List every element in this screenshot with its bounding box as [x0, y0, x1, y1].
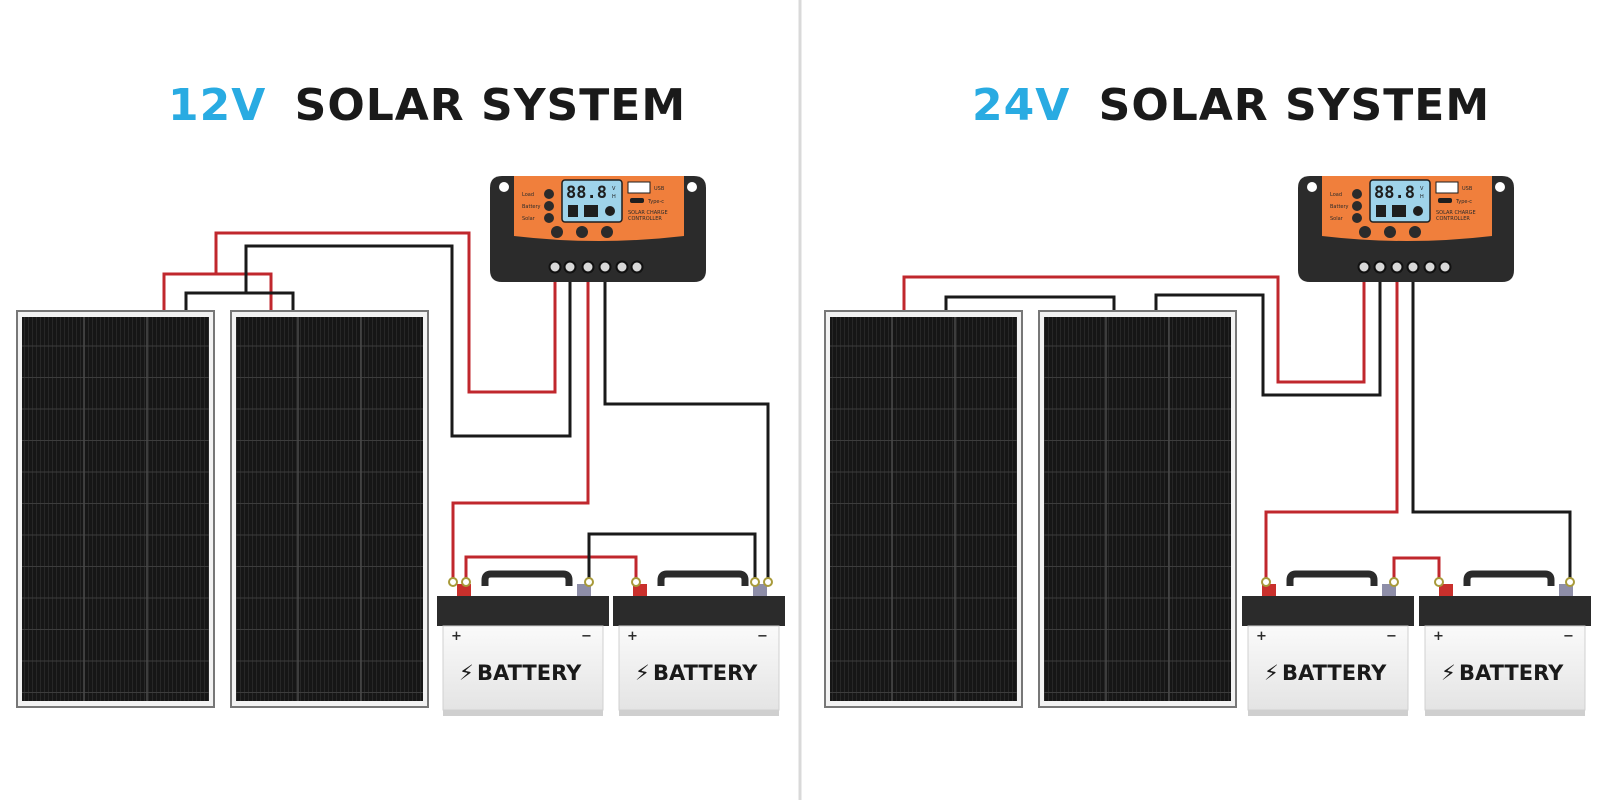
right-controller-name-1: SOLAR CHARGE [1436, 210, 1476, 216]
left-battery-2-label: BATTERY [653, 661, 758, 685]
left-title-text: SOLAR SYSTEM [295, 80, 686, 131]
left-battery-2-minus: − [757, 629, 768, 644]
left-indicator-3-label: Solar [522, 216, 536, 222]
left-battery-1-plus: + [451, 629, 462, 644]
left-indicator-1-label: Load [522, 192, 534, 198]
right-usb-port [1435, 181, 1459, 194]
right-battery-1-plus: + [1256, 629, 1267, 644]
left-battery-2-plus: + [627, 629, 638, 644]
left-battery-1-minus: − [581, 629, 592, 644]
right-solar-panel-2 [1038, 310, 1237, 708]
right-battery-2-minus: − [1563, 629, 1574, 644]
left-charge-controller: Load Battery Solar 88.8 V H USB Type-c S… [490, 176, 706, 282]
right-controller-terminals [1357, 260, 1452, 274]
left-battery-1-label: BATTERY [477, 661, 582, 685]
right-lcd-value: 88.8 [1374, 183, 1415, 203]
left-usb-label: USB [654, 186, 665, 192]
right-battery-positive-wire [1264, 282, 1399, 580]
left-battery-1-bolt-icon: ⚡ [459, 661, 474, 685]
right-lcd-unit-top: V [1420, 186, 1424, 192]
left-lcd-unit-bottom: H [612, 194, 616, 200]
left-panel-parallel-negative-wire [184, 291, 295, 310]
left-wiring [162, 231, 770, 580]
left-usb-port [627, 181, 651, 194]
left-controller-button-1[interactable] [551, 226, 563, 238]
right-battery-1-minus: − [1386, 629, 1397, 644]
right-panel-series-link-wire [944, 295, 1116, 310]
right-battery-series-link-wire [1392, 556, 1441, 580]
right-solar-positive-wire [902, 275, 1366, 384]
left-lcd-value: 88.8 [566, 183, 607, 203]
left-battery-parallel-negative-wire [587, 532, 757, 580]
right-battery-1-label: BATTERY [1282, 661, 1387, 685]
right-title-voltage: 24V [972, 80, 1070, 131]
right-controller-name-2: CONTROLLER [1436, 216, 1470, 222]
left-title-voltage: 12V [168, 80, 266, 131]
left-controller-button-3[interactable] [601, 226, 613, 238]
right-indicator-1-label: Load [1330, 192, 1342, 198]
right-wiring [902, 275, 1572, 580]
left-title: 12V SOLAR SYSTEM [168, 80, 686, 131]
left-typec-port [630, 198, 644, 203]
left-indicator-2-label: Battery [522, 204, 541, 210]
right-indicator-2-label: Battery [1330, 204, 1349, 210]
right-battery-2-plus: + [1433, 629, 1444, 644]
left-controller-name-1: SOLAR CHARGE [628, 210, 668, 216]
left-solar-positive-wire [214, 231, 557, 394]
left-typec-label: Type-c [647, 199, 664, 205]
left-solar-panel-2 [230, 310, 429, 708]
right-battery-1: + − ⚡ BATTERY [1242, 570, 1414, 716]
left-battery-1: + − ⚡ BATTERY [437, 570, 609, 716]
right-typec-port [1438, 198, 1452, 203]
right-title-text: SOLAR SYSTEM [1099, 80, 1490, 131]
left-battery-negative-wire [603, 282, 770, 580]
right-battery-2-label: BATTERY [1459, 661, 1564, 685]
left-battery-2: + − ⚡ BATTERY [613, 570, 785, 716]
left-controller-terminals [548, 260, 644, 274]
right-controller-button-2[interactable] [1384, 226, 1396, 238]
right-lcd-unit-bottom: H [1420, 194, 1424, 200]
left-battery-2-bolt-icon: ⚡ [635, 661, 650, 685]
ring-terminals [448, 577, 1575, 587]
right-usb-label: USB [1462, 186, 1473, 192]
right-controller-button-1[interactable] [1359, 226, 1371, 238]
left-battery-parallel-positive-wire [464, 555, 638, 580]
right-battery-negative-wire [1411, 282, 1572, 580]
right-indicator-3-label: Solar [1330, 216, 1344, 222]
left-lcd-unit-top: V [612, 186, 616, 192]
right-charge-controller: Load Battery Solar 88.8 V H USB Type-c S… [1298, 176, 1514, 282]
left-solar-negative-wire [244, 244, 572, 438]
left-battery-positive-wire [451, 282, 590, 580]
right-title: 24V SOLAR SYSTEM [972, 80, 1490, 131]
right-solar-negative-wire [1154, 282, 1382, 397]
left-solar-panel-1 [16, 310, 215, 708]
right-solar-panel-1 [824, 310, 1023, 708]
right-controller-button-3[interactable] [1409, 226, 1421, 238]
left-controller-name-2: CONTROLLER [628, 216, 662, 222]
right-battery-2-bolt-icon: ⚡ [1441, 661, 1456, 685]
right-typec-label: Type-c [1455, 199, 1472, 205]
left-controller-button-2[interactable] [576, 226, 588, 238]
right-battery-2: + − ⚡ BATTERY [1419, 570, 1591, 716]
right-battery-1-bolt-icon: ⚡ [1264, 661, 1279, 685]
